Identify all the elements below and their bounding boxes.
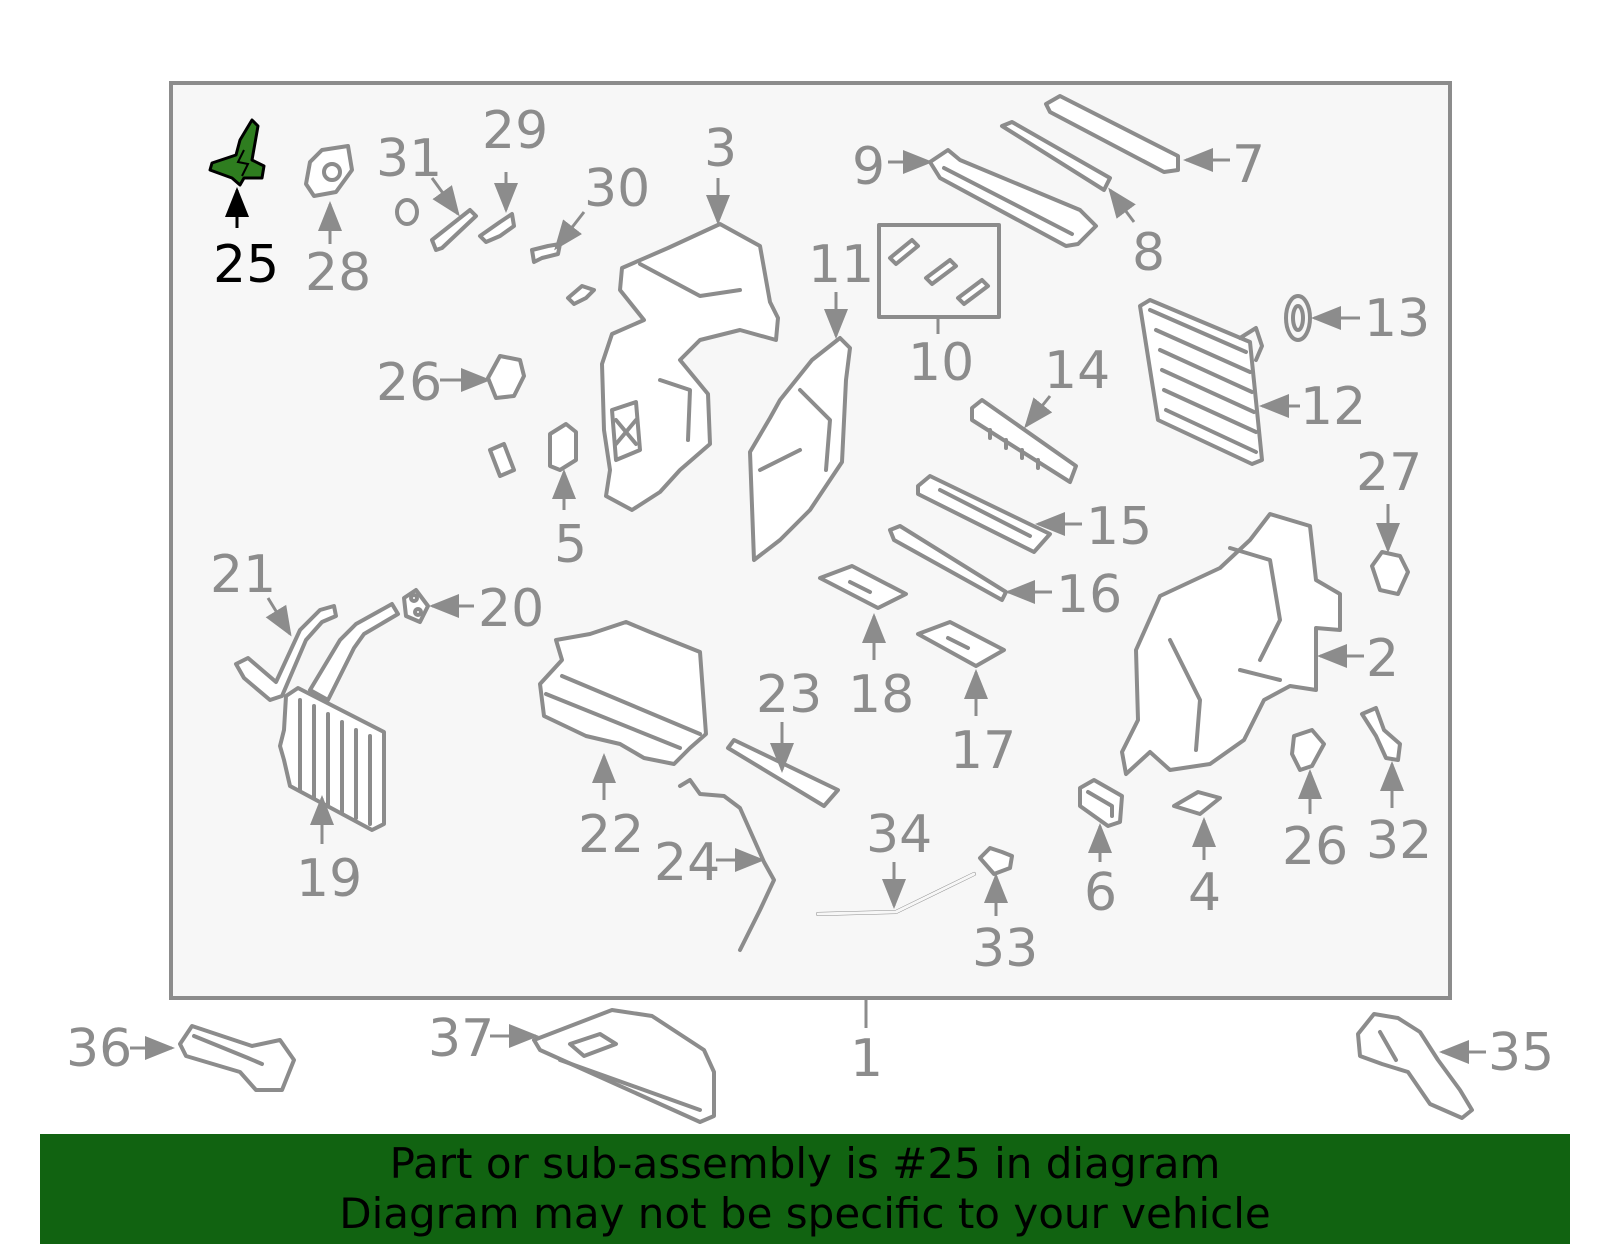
part-37 — [532, 1008, 716, 1124]
part-18 — [818, 564, 908, 610]
callout-29: 29 — [482, 101, 548, 161]
banner-line-1: Part or sub-assembly is #25 in diagram — [389, 1139, 1221, 1188]
callout-1: 1 — [850, 1029, 883, 1089]
part-30 — [530, 242, 596, 306]
callout-37: 37 — [428, 1009, 494, 1069]
callout-12: 12 — [1300, 377, 1366, 437]
part-25-highlighted[interactable] — [208, 118, 266, 187]
leader-14 — [1024, 395, 1053, 429]
callout-28: 28 — [305, 243, 371, 303]
callout-23: 23 — [756, 665, 822, 725]
part-9 — [928, 148, 1098, 248]
callout-24: 24 — [654, 833, 720, 893]
callout-15: 15 — [1086, 497, 1152, 557]
callout-30: 30 — [584, 159, 650, 219]
part-5 — [548, 422, 578, 472]
part-2 — [1120, 512, 1342, 776]
part-3 — [600, 222, 780, 512]
callout-22: 22 — [578, 805, 644, 865]
part-12 — [1138, 298, 1264, 466]
callout-27: 27 — [1356, 443, 1422, 503]
part-19 — [278, 602, 400, 832]
part-24 — [678, 778, 776, 952]
part-35 — [1356, 1012, 1474, 1120]
callout-18: 18 — [848, 665, 914, 725]
part-29 — [478, 212, 516, 244]
callout-14: 14 — [1044, 341, 1110, 401]
part-20 — [402, 588, 430, 624]
callout-17: 17 — [950, 721, 1016, 781]
callout-34: 34 — [866, 805, 932, 865]
part-17 — [916, 620, 1006, 668]
part-34 — [816, 872, 976, 916]
part-15 — [916, 474, 1052, 554]
part-31 — [395, 198, 478, 252]
part-36 — [178, 1024, 296, 1092]
part-13 — [1284, 294, 1312, 342]
banner-line-2: Diagram may not be specific to your vehi… — [339, 1189, 1271, 1238]
callout-26-bottom: 26 — [1282, 817, 1348, 877]
part-14 — [970, 398, 1078, 484]
callout-10: 10 — [908, 333, 974, 393]
callout-6: 6 — [1084, 863, 1117, 923]
leader-21 — [265, 597, 292, 637]
callout-36: 36 — [66, 1019, 132, 1079]
callout-5: 5 — [554, 515, 587, 575]
callout-8: 8 — [1132, 223, 1165, 283]
callout-3: 3 — [704, 119, 737, 179]
callout-7: 7 — [1232, 135, 1265, 195]
callout-32: 32 — [1366, 811, 1432, 871]
assembly-frame — [169, 81, 1452, 1000]
callout-31: 31 — [376, 129, 442, 189]
callout-19: 19 — [296, 849, 362, 909]
part-4 — [1172, 790, 1222, 816]
part-6 — [1078, 778, 1124, 828]
part-28 — [304, 144, 354, 198]
callout-13: 13 — [1364, 289, 1430, 349]
part-32 — [1360, 706, 1402, 762]
part-26-bottom — [1290, 728, 1326, 772]
callout-16: 16 — [1056, 565, 1122, 625]
callout-26-top: 26 — [376, 353, 442, 413]
callout-33: 33 — [972, 919, 1038, 979]
part-21 — [234, 604, 338, 702]
callout-20: 20 — [478, 579, 544, 639]
part-10 — [877, 223, 1001, 319]
callout-11: 11 — [808, 235, 874, 295]
callout-21: 21 — [210, 545, 276, 605]
part-26-top — [486, 354, 526, 478]
part-23 — [726, 738, 840, 808]
part-16 — [888, 524, 1008, 602]
part-11 — [748, 336, 852, 562]
callout-9: 9 — [852, 137, 885, 197]
callout-25: 25 — [213, 235, 279, 295]
leader-31 — [430, 177, 460, 217]
part-27 — [1370, 550, 1410, 596]
leader-30 — [554, 211, 586, 251]
callout-35: 35 — [1488, 1023, 1554, 1083]
leader-8 — [1108, 187, 1136, 223]
callout-4: 4 — [1188, 863, 1221, 923]
part-22 — [538, 620, 708, 766]
info-banner: Part or sub-assembly is #25 in diagram D… — [40, 1134, 1570, 1244]
part-8 — [1000, 120, 1112, 192]
callout-2: 2 — [1366, 629, 1399, 689]
part-7 — [1044, 94, 1180, 174]
